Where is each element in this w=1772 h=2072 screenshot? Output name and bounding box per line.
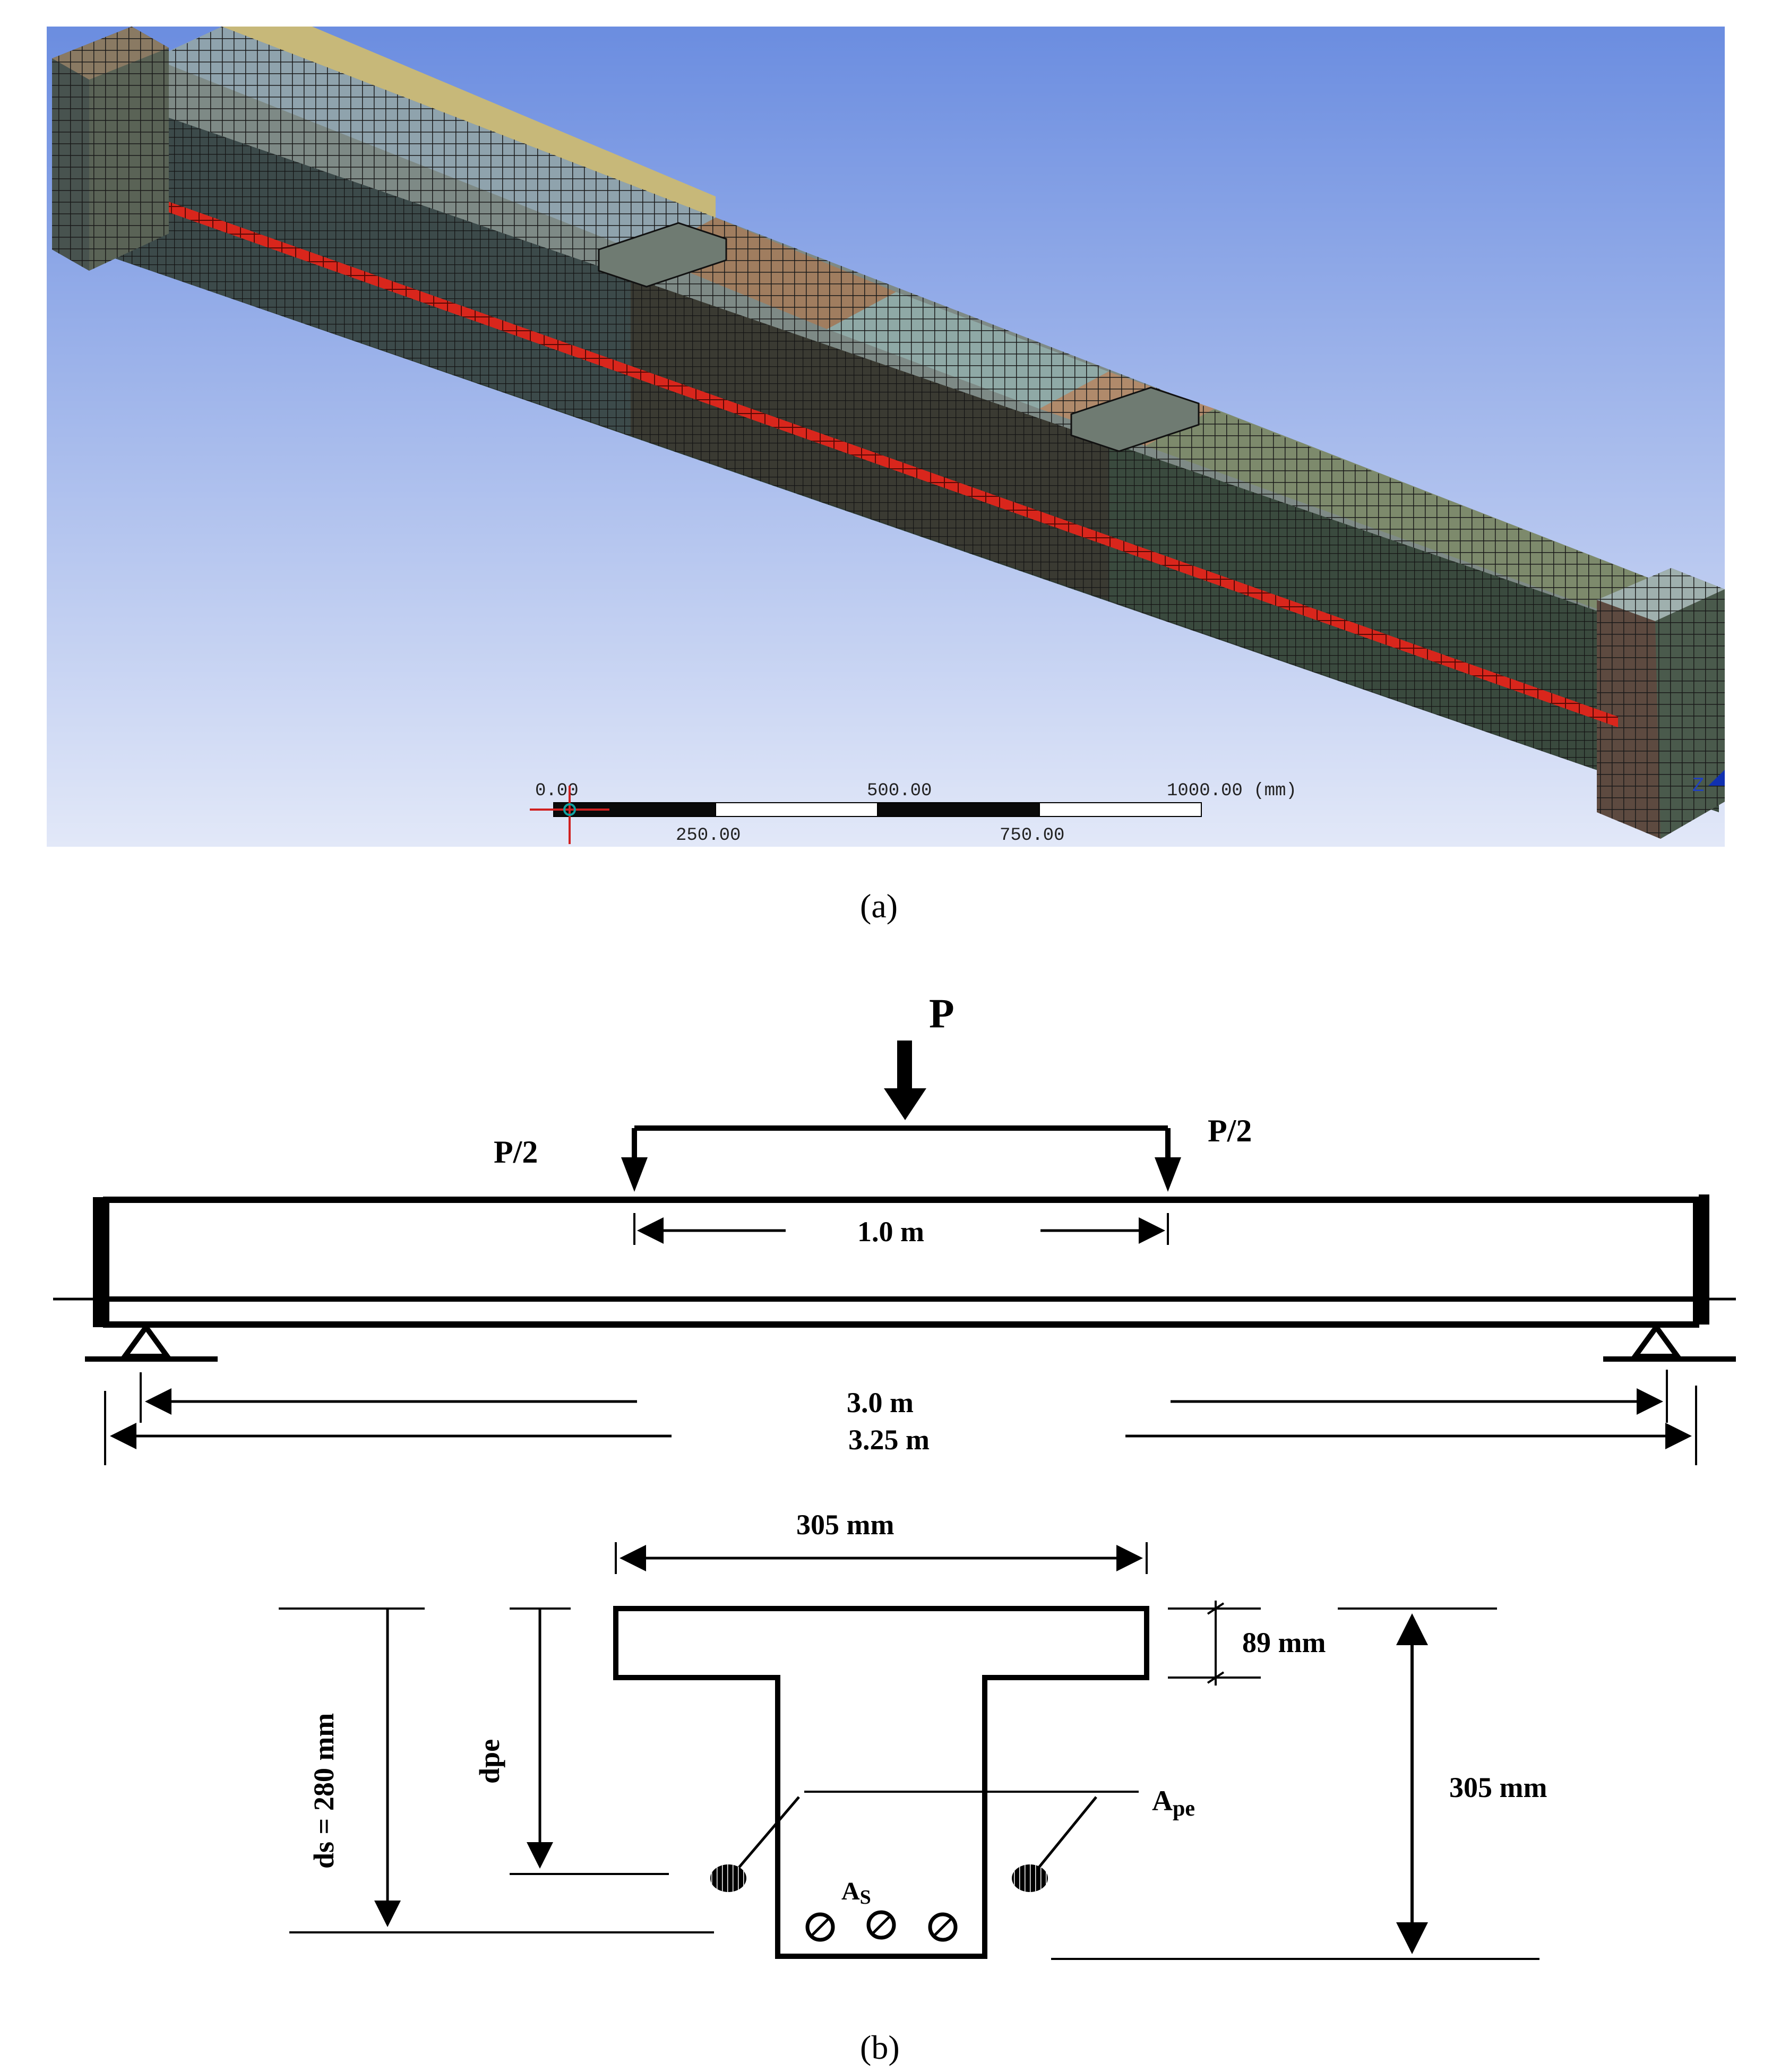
ape-label: Ape [1152, 1785, 1195, 1821]
z-axis-label: Z [1692, 773, 1704, 795]
scale-label-1000: 1000.00 (mm) [1167, 781, 1297, 801]
total-depth-label: 305 mm [1449, 1772, 1547, 1803]
scale-label-750: 750.00 [1000, 826, 1064, 846]
left-end-block [52, 27, 169, 271]
beam-side-face [89, 90, 1719, 812]
caption-b: (b) [860, 2028, 900, 2066]
load-spacing-label: 1.0 m [857, 1216, 924, 1248]
right-support [1630, 1322, 1683, 1359]
dim-span: 3.0 m 3.25 m [104, 1370, 1697, 1465]
span-clear-label: 3.0 m [847, 1387, 914, 1418]
scale-label-0: 0.00 [535, 781, 579, 801]
flange-width-label: 305 mm [796, 1509, 894, 1541]
beam-schematic: P P/2 P/2 1.0 m 3.0 [53, 990, 1736, 1960]
fe-mesh-svg: 0.00 500.00 1000.00 (mm) 250.00 750.00 Z [47, 27, 1725, 847]
beam-elevation [53, 1194, 1736, 1362]
caption-a: (a) [860, 887, 898, 925]
dim-load-spacing: 1.0 m [633, 1213, 1169, 1248]
left-support [119, 1322, 173, 1359]
dpe-label: dpe [474, 1739, 505, 1784]
ds-label: ds = 280 mm [308, 1713, 340, 1869]
z-axis-indicator: Z [1692, 770, 1725, 795]
flange-depth-label: 89 mm [1242, 1627, 1326, 1658]
rebar-as [805, 1910, 958, 1942]
fe-mesh-render: 0.00 500.00 1000.00 (mm) 250.00 750.00 Z [47, 27, 1725, 847]
load-p-label: P [929, 990, 954, 1036]
scale-label-500: 500.00 [867, 781, 932, 801]
rebar-line [169, 202, 1618, 727]
span-total-label: 3.25 m [848, 1424, 930, 1456]
load-left-label: P/2 [494, 1134, 538, 1170]
load-right-label: P/2 [1208, 1113, 1252, 1148]
load-p: P [884, 990, 954, 1120]
right-end-block [1597, 568, 1725, 839]
loading-plates [598, 222, 1200, 452]
t-section: 305 mm 89 mm 305 mm ds = 280 mm dpe [279, 1509, 1547, 1960]
spreader-beam: P/2 P/2 [494, 1113, 1252, 1192]
scale-label-250: 250.00 [676, 826, 741, 846]
scale-bar: 0.00 500.00 1000.00 (mm) 250.00 750.00 [530, 781, 1297, 846]
as-label: AS [841, 1877, 871, 1908]
